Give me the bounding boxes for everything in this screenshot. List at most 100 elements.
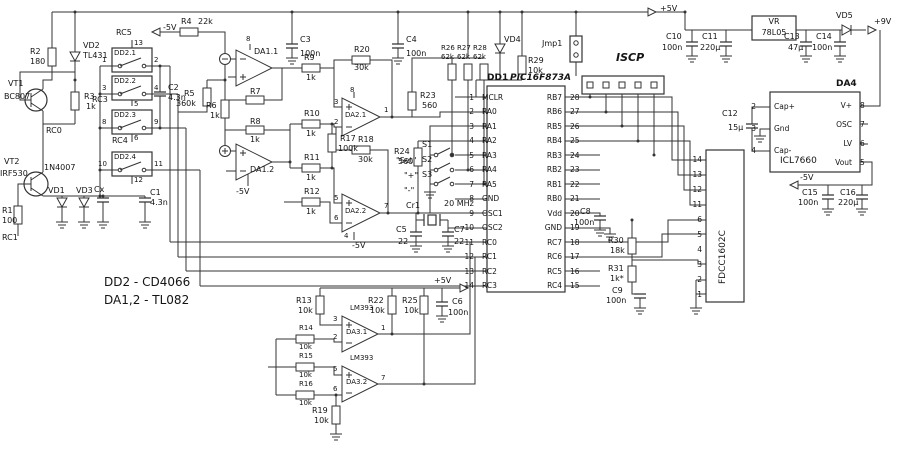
dd1-pin-name: RB1	[546, 179, 562, 189]
r30-ref: R30	[608, 236, 624, 245]
dd1-pin-name: RB0	[546, 194, 562, 203]
dd1-right-pin-row: RB1 22	[524, 177, 596, 192]
da4-pin-name: Vout	[835, 157, 852, 167]
r23-ref: R23	[420, 91, 436, 100]
iscp-pin-number	[648, 63, 664, 73]
da4-pin-number: 3	[751, 124, 756, 134]
r14-value: 10k	[299, 343, 312, 351]
dd2-1-pin-out: 2	[154, 56, 159, 64]
dd1-pin-number: 8	[469, 194, 474, 203]
dd1-right-pin-row: GND 19	[524, 221, 596, 236]
lcd-pin-row: 13	[686, 167, 702, 182]
da3-1-pin3: 3	[333, 315, 338, 323]
vt1-ref: VT1	[8, 79, 24, 88]
r1-value: 100	[2, 216, 18, 225]
dd1-pin-name: RC5	[547, 266, 562, 276]
power-arrows	[150, 7, 878, 293]
dd1-pin-number: 27	[570, 107, 580, 116]
dd1-pin-number: 7	[469, 179, 474, 189]
diode-symbols	[56, 24, 853, 209]
dd1-left-pin-row: 14 RC3	[456, 279, 526, 294]
dd1-right-pins: RB7 28 RB6 27 RB5 26 RB4 25 RB3 24 RB2 2…	[524, 90, 596, 293]
da2-1-pin1: 1	[384, 106, 389, 114]
c15-ref: C15	[802, 188, 818, 197]
r8-value: 1k	[250, 135, 260, 144]
dd1-left-pin-row: 3 RA1	[456, 119, 526, 134]
c10-ref: C10	[666, 32, 682, 41]
dd1-right-pin-row: RB0 21	[524, 192, 596, 207]
r11-ref: R11	[304, 153, 320, 162]
r31-value: 1k*	[610, 274, 624, 283]
r3-value: 1k	[86, 102, 96, 111]
dd1-pin-name: RB7	[546, 92, 562, 102]
r10-ref: R10	[304, 109, 320, 118]
dd1-right-pin-row: RB7 28	[524, 90, 596, 105]
vd3-ref: VD3	[76, 186, 93, 195]
r15-value: 10k	[299, 371, 312, 379]
da4-pin-number: 7	[860, 119, 865, 129]
dd1-pin-name: RB2	[546, 165, 562, 174]
dd1-right-pin-row: RB2 23	[524, 163, 596, 178]
lcd-pin-number: 11	[692, 199, 702, 209]
dd1-pin-number: 24	[570, 150, 580, 160]
da2-1-pin3: 3	[334, 98, 339, 106]
connector-and-switch-symbols	[117, 40, 658, 187]
dd1-right-pin-row: RB4 25	[524, 134, 596, 149]
s1-ref: S1	[422, 140, 433, 149]
da4-right-pin-row: Vout 5	[808, 153, 878, 172]
c2-value: 4.3n	[168, 93, 186, 102]
dd1-ref: DD1	[487, 73, 509, 83]
r2-value: 180	[30, 57, 46, 66]
crystal-value: 20 MHz	[444, 199, 474, 208]
lcd-pin-number: 13	[692, 169, 702, 179]
r4-value: 22k	[198, 17, 213, 26]
r18-value: 30k	[358, 155, 373, 164]
lcd-pin-number: 4	[697, 244, 702, 254]
dd1-pin-name: RB3	[546, 150, 562, 160]
da1-1-pin8: 8	[246, 35, 251, 43]
dd1-pin-name: RB5	[546, 121, 562, 131]
lcd-pin-row: 12	[686, 182, 702, 197]
c6-ref: C6	[452, 297, 463, 306]
c14-ref: C14	[816, 32, 832, 41]
note-dd2: DD2 - CD4066	[104, 275, 191, 289]
da4-left-pins: 2 Cap+ 3 Gnd 4 Cap-	[744, 96, 804, 162]
c14-value: 100n	[812, 43, 833, 52]
c2-ref: C2	[168, 83, 179, 92]
dd1-part: PIC16F873A	[510, 73, 571, 83]
da4-left-pin-row: 4 Cap-	[744, 140, 804, 162]
dd1-left-pin-row: 11 RC0	[456, 235, 526, 250]
s2-caption: "+"	[404, 171, 419, 180]
dd1-pin-name: RB6	[546, 107, 562, 116]
r25-value: 10k	[404, 306, 419, 315]
da2-2-label: DA2.2	[345, 207, 367, 215]
r22-value: 10k	[370, 306, 385, 315]
plus9v-label: +9V	[874, 17, 892, 26]
note-da12: DA1,2 - TL082	[104, 293, 190, 307]
dd1-pin-name: RC4	[547, 281, 562, 290]
vd4-ref: VD4	[504, 35, 521, 44]
dd1-pin-number: 12	[464, 252, 474, 261]
vd5-ref: VD5	[836, 11, 853, 20]
da1-2-label: DA1.2	[250, 165, 275, 174]
r19-ref: R19	[312, 406, 328, 415]
c15-value: 100n	[798, 198, 819, 207]
da4-pin-name: OSC	[836, 119, 852, 129]
dd1-right-pin-row: RC4 15	[524, 279, 596, 294]
da4-right-pin-row: LV 6	[808, 134, 878, 153]
net-rc3: RC3	[92, 95, 108, 104]
da1-1-label: DA1.1	[254, 47, 279, 56]
dd2-2-label: DD2.2	[114, 77, 136, 85]
r26-ref: R26	[441, 44, 455, 52]
dd1-pin-name: RA4	[482, 165, 497, 174]
dd2-2-pin-in: 3	[102, 84, 107, 92]
dd1-pin-number: 10	[464, 223, 474, 232]
dd1-pin-number: 18	[570, 237, 580, 247]
c16-value: 220µ	[838, 198, 859, 207]
c3-ref: C3	[300, 35, 311, 44]
da4-right-pin-row: V+ 8	[808, 96, 878, 115]
da4-part: ICL7660	[780, 156, 817, 166]
opamp-symbols	[219, 49, 382, 403]
r11-value: 1k	[306, 173, 316, 182]
